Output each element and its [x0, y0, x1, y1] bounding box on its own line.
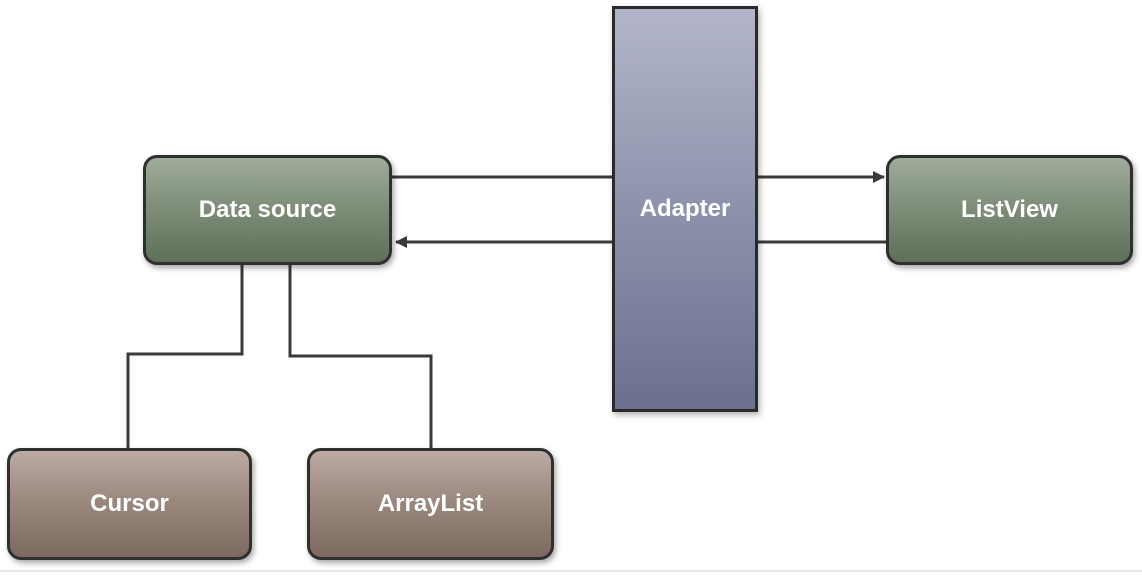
list-view-label: ListView [961, 196, 1058, 223]
data-source-label: Data source [198, 196, 337, 223]
data-source-node: Data source [143, 155, 392, 265]
list-view-node: ListView [886, 155, 1133, 265]
adapter-label: Adapter [639, 195, 731, 222]
cursor-node: Cursor [7, 448, 252, 560]
bottom-divider [0, 570, 1142, 572]
array-list-node: ArrayList [307, 448, 554, 560]
cursor-label: Cursor [90, 490, 169, 517]
array-list-label: ArrayList [377, 490, 484, 517]
adapter-node: Adapter [612, 6, 758, 412]
connector-datasource-to-arraylist [288, 264, 433, 450]
connector-datasource-to-cursor [126, 264, 244, 450]
